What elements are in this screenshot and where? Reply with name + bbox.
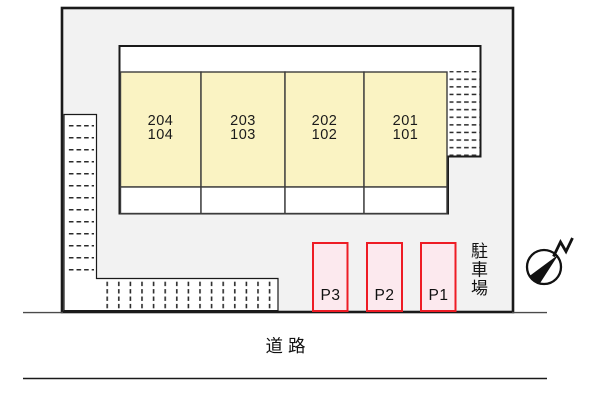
walkway-hatch-left (66, 121, 94, 276)
unit-label: 204 104 (121, 113, 201, 143)
parking-area-label: 駐車場 (468, 242, 487, 298)
unit-label: 201 101 (366, 113, 446, 143)
unit-upper: 201 (392, 113, 419, 129)
parking-space (312, 242, 349, 312)
unit-lower: 103 (230, 126, 256, 143)
unit-upper: 204 (147, 113, 174, 129)
balcony-cell (284, 186, 365, 215)
unit-label: 202 102 (285, 113, 365, 143)
parking-space (420, 242, 457, 312)
walkway-hatch-bottom (98, 281, 277, 310)
unit-lower: 102 (311, 126, 338, 143)
unit-upper: 202 (311, 113, 338, 129)
parking-space-label: P1 (428, 287, 449, 304)
balcony-cell (363, 186, 448, 215)
room-cell (363, 71, 448, 188)
compass-needle (529, 254, 559, 284)
unit-lower: 101 (392, 126, 419, 143)
parking-space-label: P2 (374, 287, 395, 304)
balcony-cell (119, 186, 202, 215)
room-cell (284, 71, 365, 188)
unit-lower: 104 (147, 126, 174, 143)
balcony-cell (200, 186, 286, 215)
compass-north-arrow-icon (552, 237, 574, 258)
parking-space-label: P3 (320, 287, 341, 304)
parking-space (366, 242, 403, 312)
building-hatch-right (449, 71, 480, 157)
unit-label: 203 103 (203, 113, 283, 143)
unit-upper: 203 (230, 113, 256, 129)
road-label: 道路 (265, 336, 311, 356)
